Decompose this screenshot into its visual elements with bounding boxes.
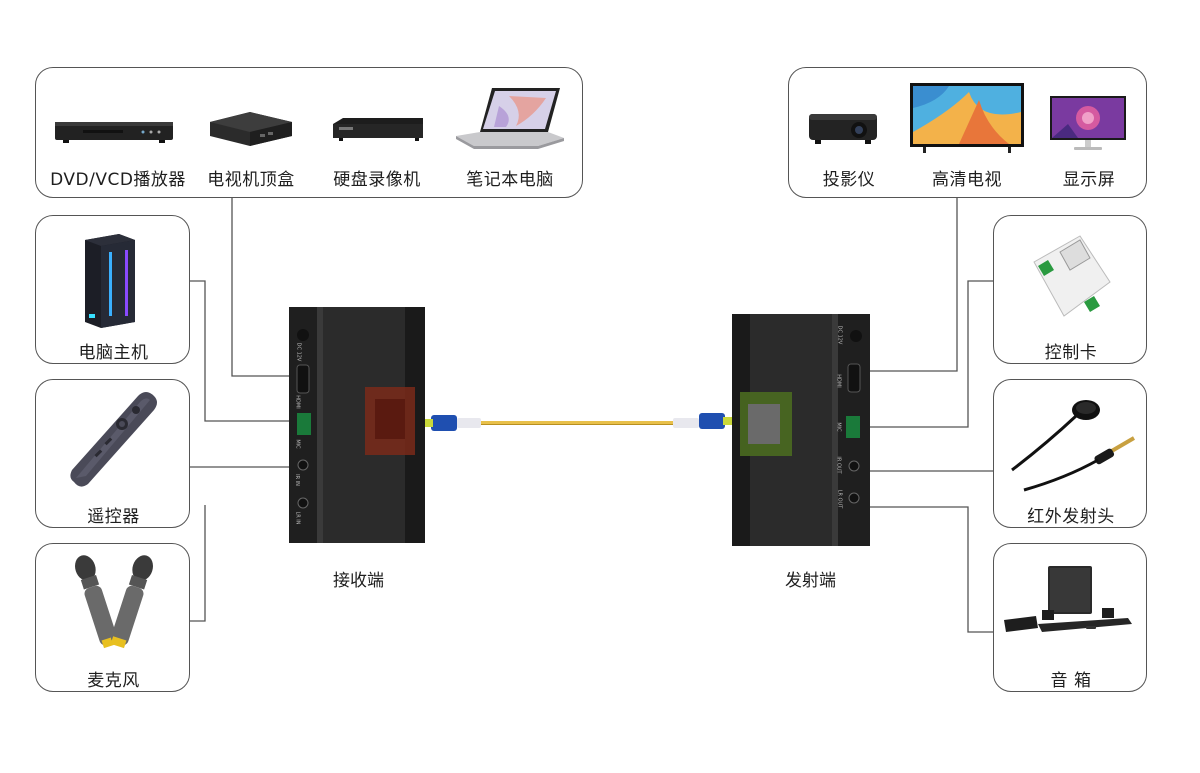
display-label-projector: 投影仪 <box>822 170 876 190</box>
dvd-player-icon <box>53 118 175 146</box>
ir-emitter-box: 红外发射头 <box>993 379 1147 528</box>
microphone-icon <box>74 552 154 662</box>
control-card-box: 控制卡 <box>993 215 1147 364</box>
fiber-connector-right <box>673 413 733 429</box>
control-card-icon <box>1030 232 1114 322</box>
receiver-port-dc: DC 12V <box>295 342 302 362</box>
transmitter-port-hdmi: HDMI <box>835 374 842 388</box>
receiver-port-ir: IR IN <box>293 474 300 486</box>
receiver-unit: DC 12V HDMI MIC IR IN LR IN <box>285 305 430 545</box>
source-label-stb: 电视机顶盒 <box>207 170 295 190</box>
wire-transmitter-to-speaker <box>870 506 993 633</box>
speaker-box: 音 箱 <box>993 543 1147 692</box>
wire-pc-to-receiver <box>190 280 289 422</box>
fiber-connector-left <box>423 415 481 431</box>
receiver-label: 接收端 <box>333 571 384 591</box>
source-devices-box: DVD/VCD播放器 电视机顶盒 硬盘录像机 笔记本电脑 <box>35 67 583 198</box>
pc-tower-box: 电脑主机 <box>35 215 190 364</box>
left-label-remote: 遥控器 <box>87 507 140 527</box>
pc-tower-icon <box>79 232 139 328</box>
ir-emitter-icon <box>1006 394 1136 494</box>
wire-transmitter-to-control-card <box>870 280 993 428</box>
right-label-speaker: 音 箱 <box>1050 671 1092 691</box>
wire-transmitter-to-display <box>870 198 958 372</box>
laptop-icon <box>454 86 566 150</box>
right-label-ir-emitter: 红外发射头 <box>1027 507 1115 527</box>
display-label-hdtv: 高清电视 <box>932 170 1002 190</box>
transmitter-unit: DC 12V HDMI MIC IR OUT LR OUT <box>730 312 875 548</box>
transmitter-label: 发射端 <box>785 571 836 591</box>
left-label-mic: 麦克风 <box>87 671 140 691</box>
transmitter-port-lr: LR OUT <box>836 489 843 509</box>
transmitter-port-dc: DC 12V <box>836 325 843 345</box>
remote-control-icon <box>66 390 161 490</box>
source-label-dvr: 硬盘录像机 <box>333 170 421 190</box>
receiver-port-lr: LR IN <box>294 511 301 525</box>
wire-mic-to-receiver <box>190 505 206 622</box>
remote-control-box: 遥控器 <box>35 379 190 528</box>
speaker-icon <box>1002 564 1142 639</box>
set-top-box-icon <box>204 108 296 148</box>
display-label-monitor: 显示屏 <box>1062 170 1116 190</box>
source-label-dvd: DVD/VCD播放器 <box>50 170 186 190</box>
receiver-port-mic: MIC <box>294 439 301 449</box>
transmitter-port-mic: MIC <box>835 422 842 432</box>
microphone-box: 麦克风 <box>35 543 190 692</box>
right-label-control-card: 控制卡 <box>1044 343 1098 363</box>
dvr-icon <box>331 114 426 144</box>
hdtv-icon <box>909 82 1025 154</box>
projector-icon <box>805 108 881 148</box>
transmitter-port-ir: IR OUT <box>835 456 842 474</box>
left-label-pc: 电脑主机 <box>78 343 149 363</box>
monitor-icon <box>1048 94 1128 154</box>
wire-source-to-receiver-hdmi <box>231 198 289 377</box>
source-label-laptop: 笔记本电脑 <box>466 170 554 190</box>
display-devices-box: 投影仪 高清电视 显示屏 <box>788 67 1147 198</box>
receiver-port-hdmi: HDMI <box>294 395 301 409</box>
